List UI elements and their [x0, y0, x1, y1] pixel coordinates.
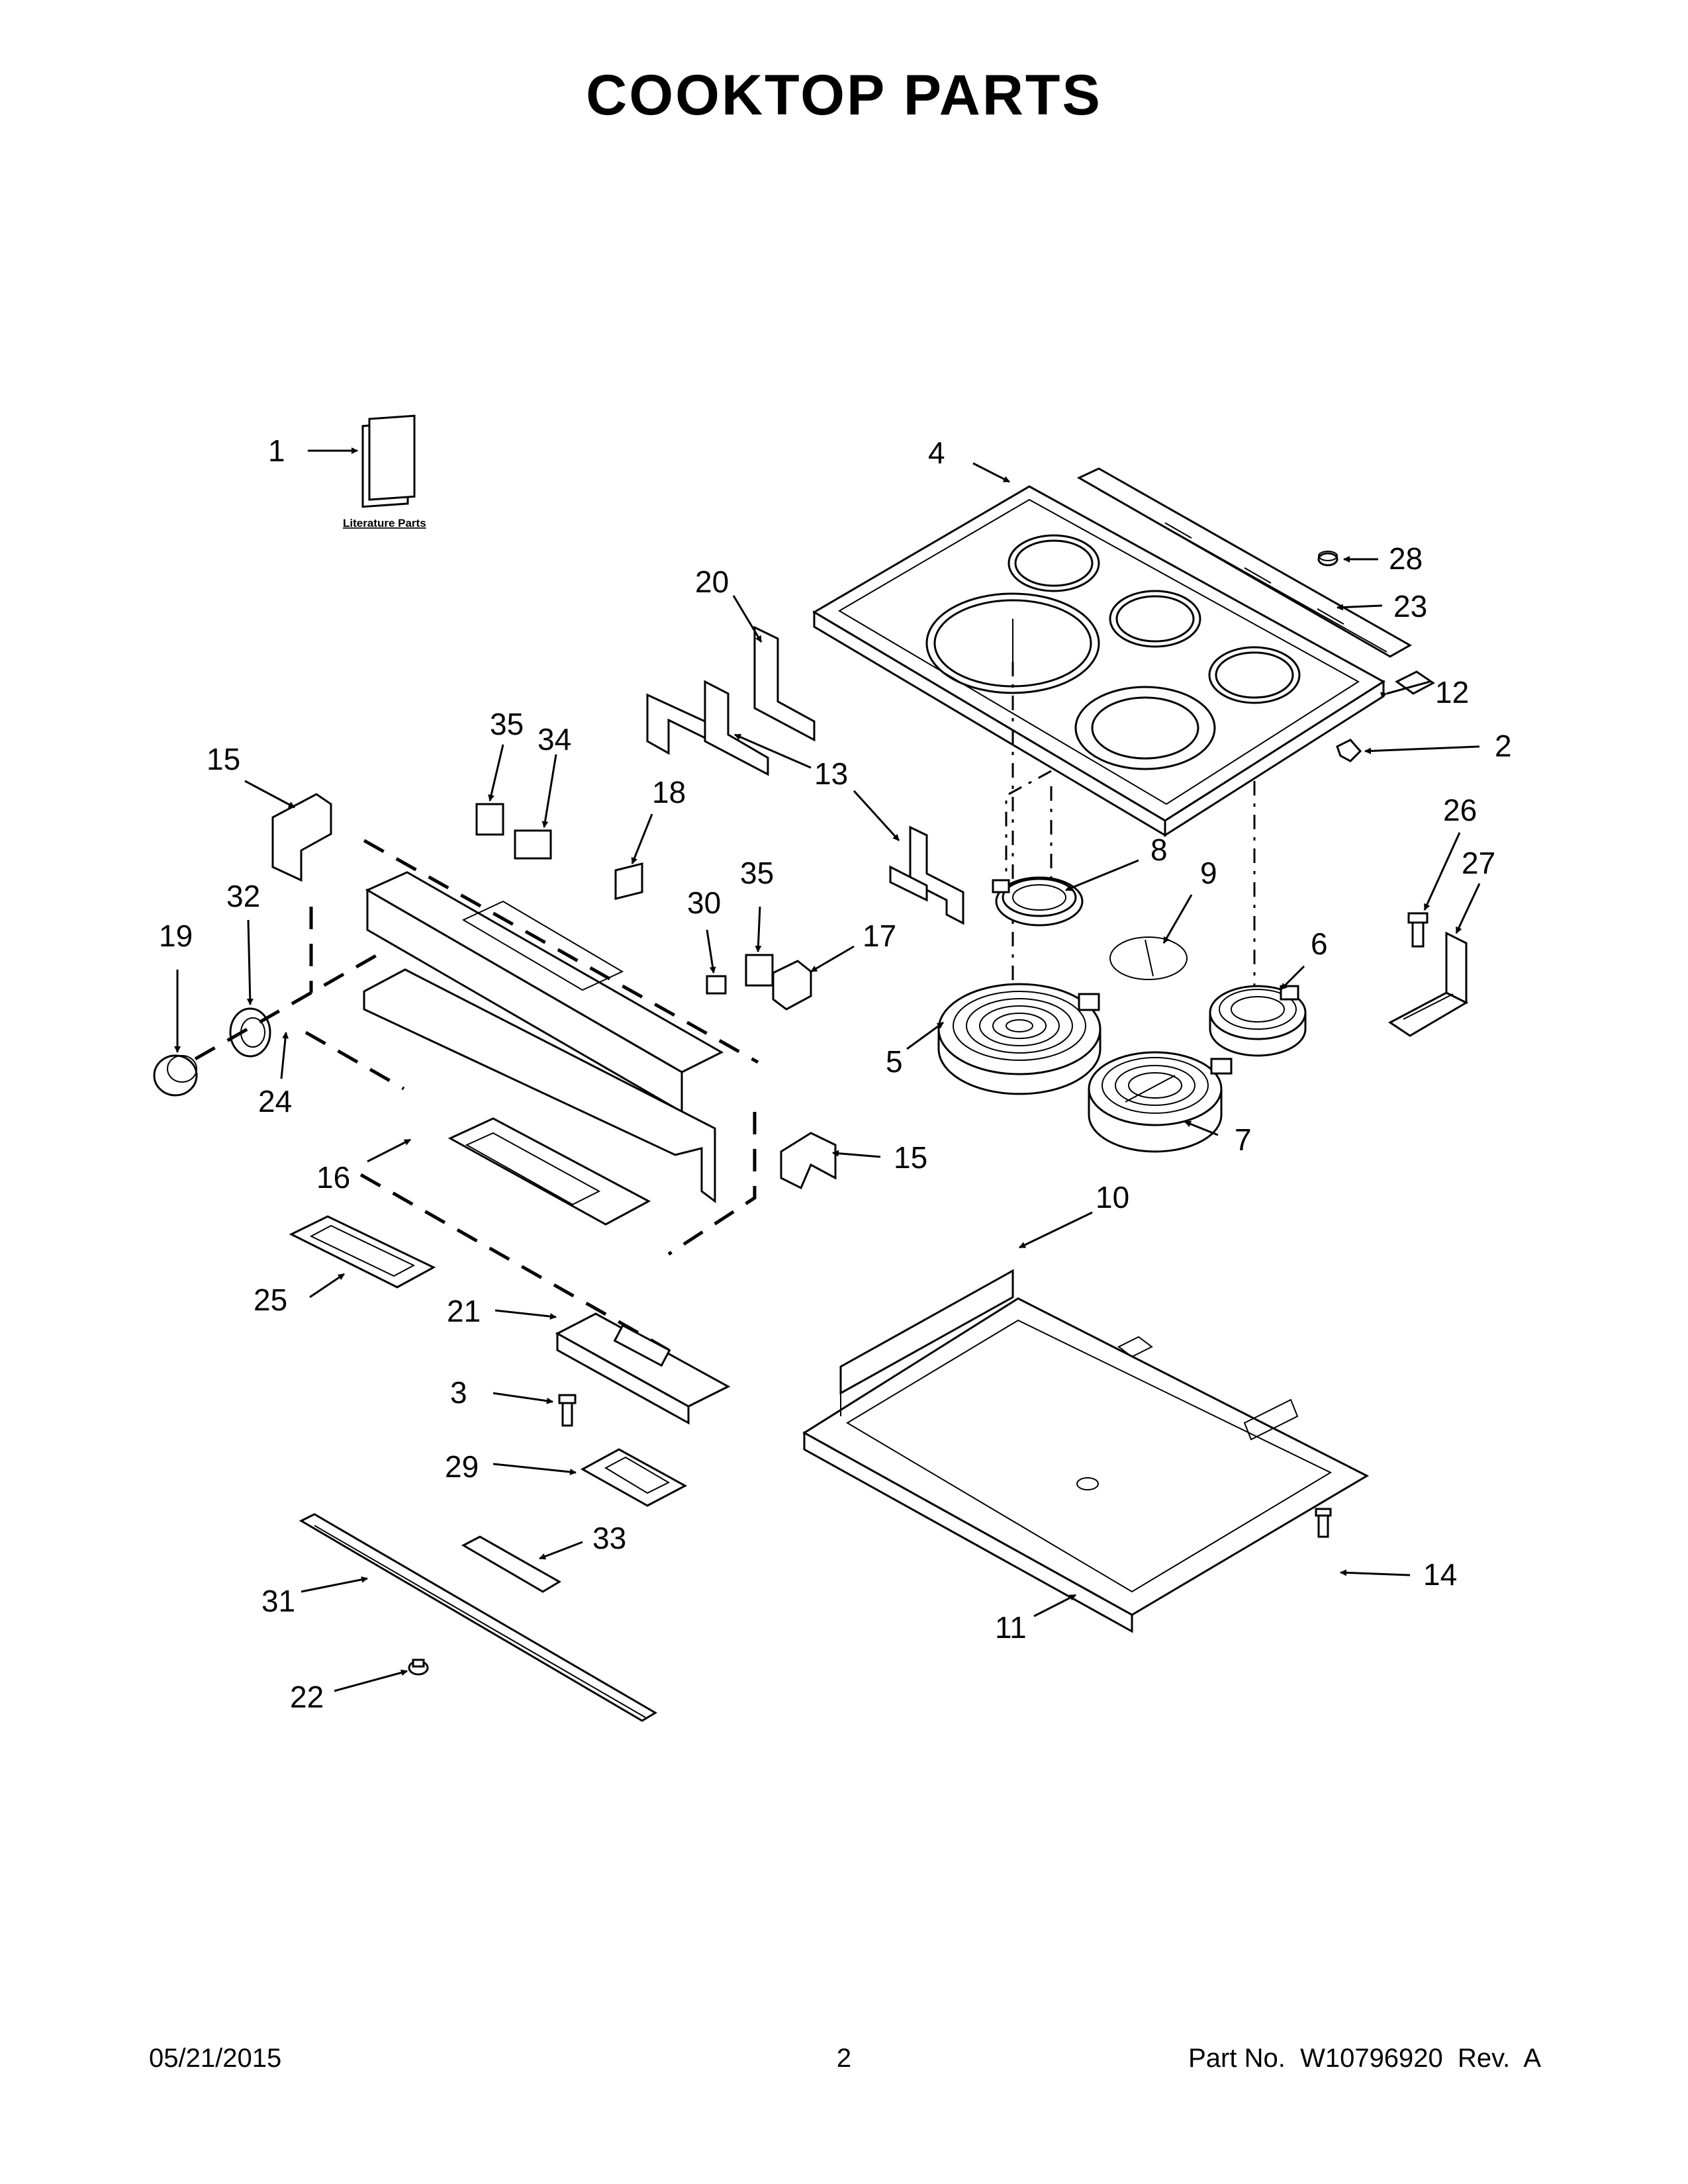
callout-15b: 15	[894, 1140, 927, 1175]
module-29	[580, 1448, 688, 1507]
callout-21: 21	[447, 1294, 481, 1328]
callout-18: 18	[652, 775, 686, 809]
callout-2: 2	[1495, 729, 1512, 763]
callout-13: 13	[814, 756, 848, 791]
literature-parts-icon: Literature Parts	[343, 414, 426, 529]
rear-trim-strip	[1076, 467, 1413, 658]
screw-and-bracket-26-27	[1388, 912, 1469, 1037]
surface-element-8	[992, 876, 1084, 927]
clip-22	[408, 1659, 429, 1676]
callout-23: 23	[1393, 589, 1427, 623]
callout-28: 28	[1389, 541, 1423, 576]
callout-31: 31	[261, 1584, 295, 1618]
callout-11: 11	[995, 1610, 1027, 1645]
callout-35b: 35	[740, 856, 774, 890]
callout-34: 34	[538, 722, 571, 756]
callout-24: 24	[258, 1084, 292, 1118]
callout-4: 4	[928, 435, 945, 470]
limiter-9	[1109, 936, 1188, 980]
footer-part-number: Part No. W10796920 Rev. A	[1188, 2044, 1541, 2073]
surface-element-6	[1209, 985, 1307, 1057]
callout-26: 26	[1443, 793, 1477, 827]
surface-element-7	[1088, 1051, 1233, 1153]
callout-33: 33	[592, 1521, 626, 1555]
callout-9: 9	[1200, 856, 1217, 890]
callout-29: 29	[445, 1449, 479, 1484]
callout-14: 14	[1423, 1557, 1457, 1592]
callout-19: 19	[159, 919, 193, 953]
surface-element-5	[937, 983, 1102, 1095]
callout-16: 16	[316, 1160, 350, 1195]
knob-assembly	[153, 951, 382, 1097]
gasket-25	[289, 1215, 436, 1289]
callout-17: 17	[863, 919, 896, 953]
assembly-leaders	[1005, 662, 1256, 1013]
footer-page-number: 2	[836, 2044, 852, 2073]
control-board-21	[555, 1312, 731, 1427]
callout-32: 32	[226, 879, 260, 913]
literature-label: Literature Parts	[343, 517, 426, 529]
bracket-33	[461, 1535, 561, 1593]
control-panel-enclosure	[305, 839, 759, 1352]
callout-22: 22	[290, 1680, 324, 1714]
footer-date: 05/21/2015	[149, 2044, 282, 2073]
callout-15a: 15	[207, 742, 240, 776]
callout-30: 30	[687, 886, 721, 920]
callout-12: 12	[1435, 675, 1469, 709]
switch-components	[271, 793, 812, 1011]
callout-27: 27	[1462, 846, 1495, 880]
cover-15	[780, 1132, 837, 1190]
rail-31	[299, 1513, 657, 1722]
callout-6: 6	[1311, 927, 1328, 961]
callout-numbers: 1 2 3 4 5 6 7 8 9 10 11 12 13 14 15 15 1…	[159, 433, 1512, 1714]
cooktop-glass	[812, 485, 1385, 837]
callout-10: 10	[1096, 1180, 1129, 1214]
callout-7: 7	[1235, 1122, 1252, 1157]
callout-8: 8	[1150, 833, 1168, 867]
base-pan	[802, 1269, 1370, 1633]
callout-3: 3	[450, 1375, 467, 1410]
brackets	[646, 625, 964, 925]
callout-leaders	[174, 447, 1481, 1692]
callout-35a: 35	[490, 707, 524, 741]
callout-25: 25	[254, 1283, 287, 1317]
callout-20: 20	[695, 565, 729, 599]
control-panel-housing	[363, 871, 724, 1226]
page-title: COOKTOP PARTS	[586, 64, 1102, 127]
callout-1: 1	[268, 433, 285, 468]
callout-5: 5	[886, 1044, 903, 1079]
